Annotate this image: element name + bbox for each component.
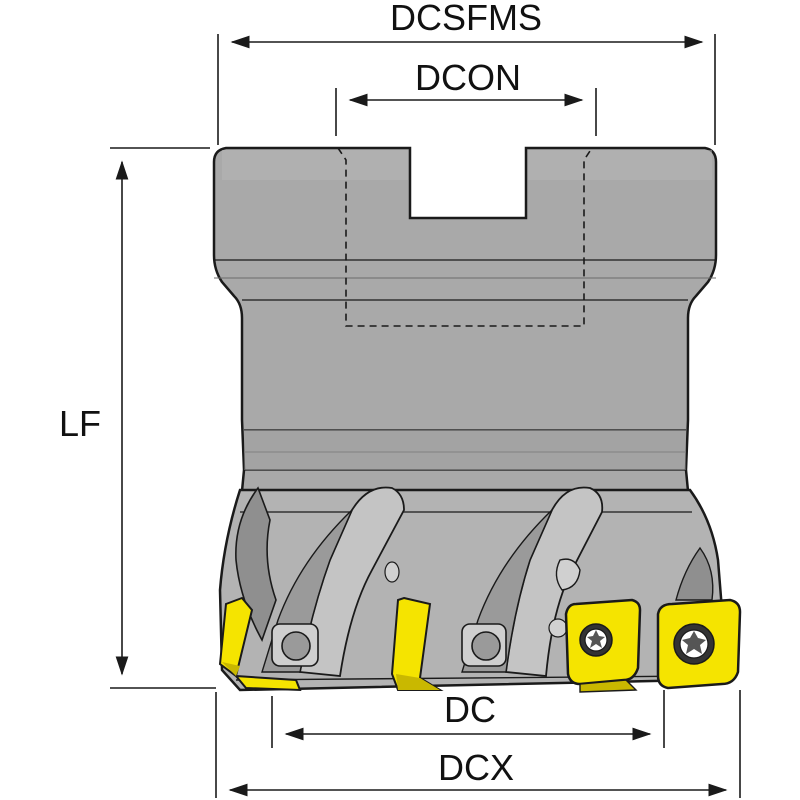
insert-mid (390, 596, 444, 691)
torx-screw-icon (579, 623, 613, 657)
bore-hidden-line (337, 147, 593, 327)
dcon-label: DCON (415, 57, 521, 98)
dimension-dc: DC (271, 689, 665, 748)
dimension-dcsfms: DCSFMS (217, 0, 716, 145)
dimension-lf: LF (59, 147, 216, 689)
torx-screw-icon (673, 623, 715, 665)
insert-right-1 (564, 598, 642, 693)
insert-right-2 (656, 598, 742, 690)
flute-2 (298, 486, 405, 677)
dcsfms-label: DCSFMS (390, 0, 542, 38)
clamp-screw-1 (271, 623, 319, 667)
flute-4 (675, 546, 714, 601)
insert-left (218, 596, 302, 692)
shank-top (212, 146, 718, 514)
dcx-label: DCX (438, 747, 514, 788)
dc-label: DC (444, 689, 496, 730)
dimension-dcon: DCON (335, 57, 597, 136)
lf-label: LF (59, 403, 101, 444)
dimension-dcx: DCX (215, 690, 741, 798)
clamp-screw-2 (461, 623, 507, 667)
flute-3 (504, 486, 604, 677)
cutter-body (212, 146, 724, 692)
